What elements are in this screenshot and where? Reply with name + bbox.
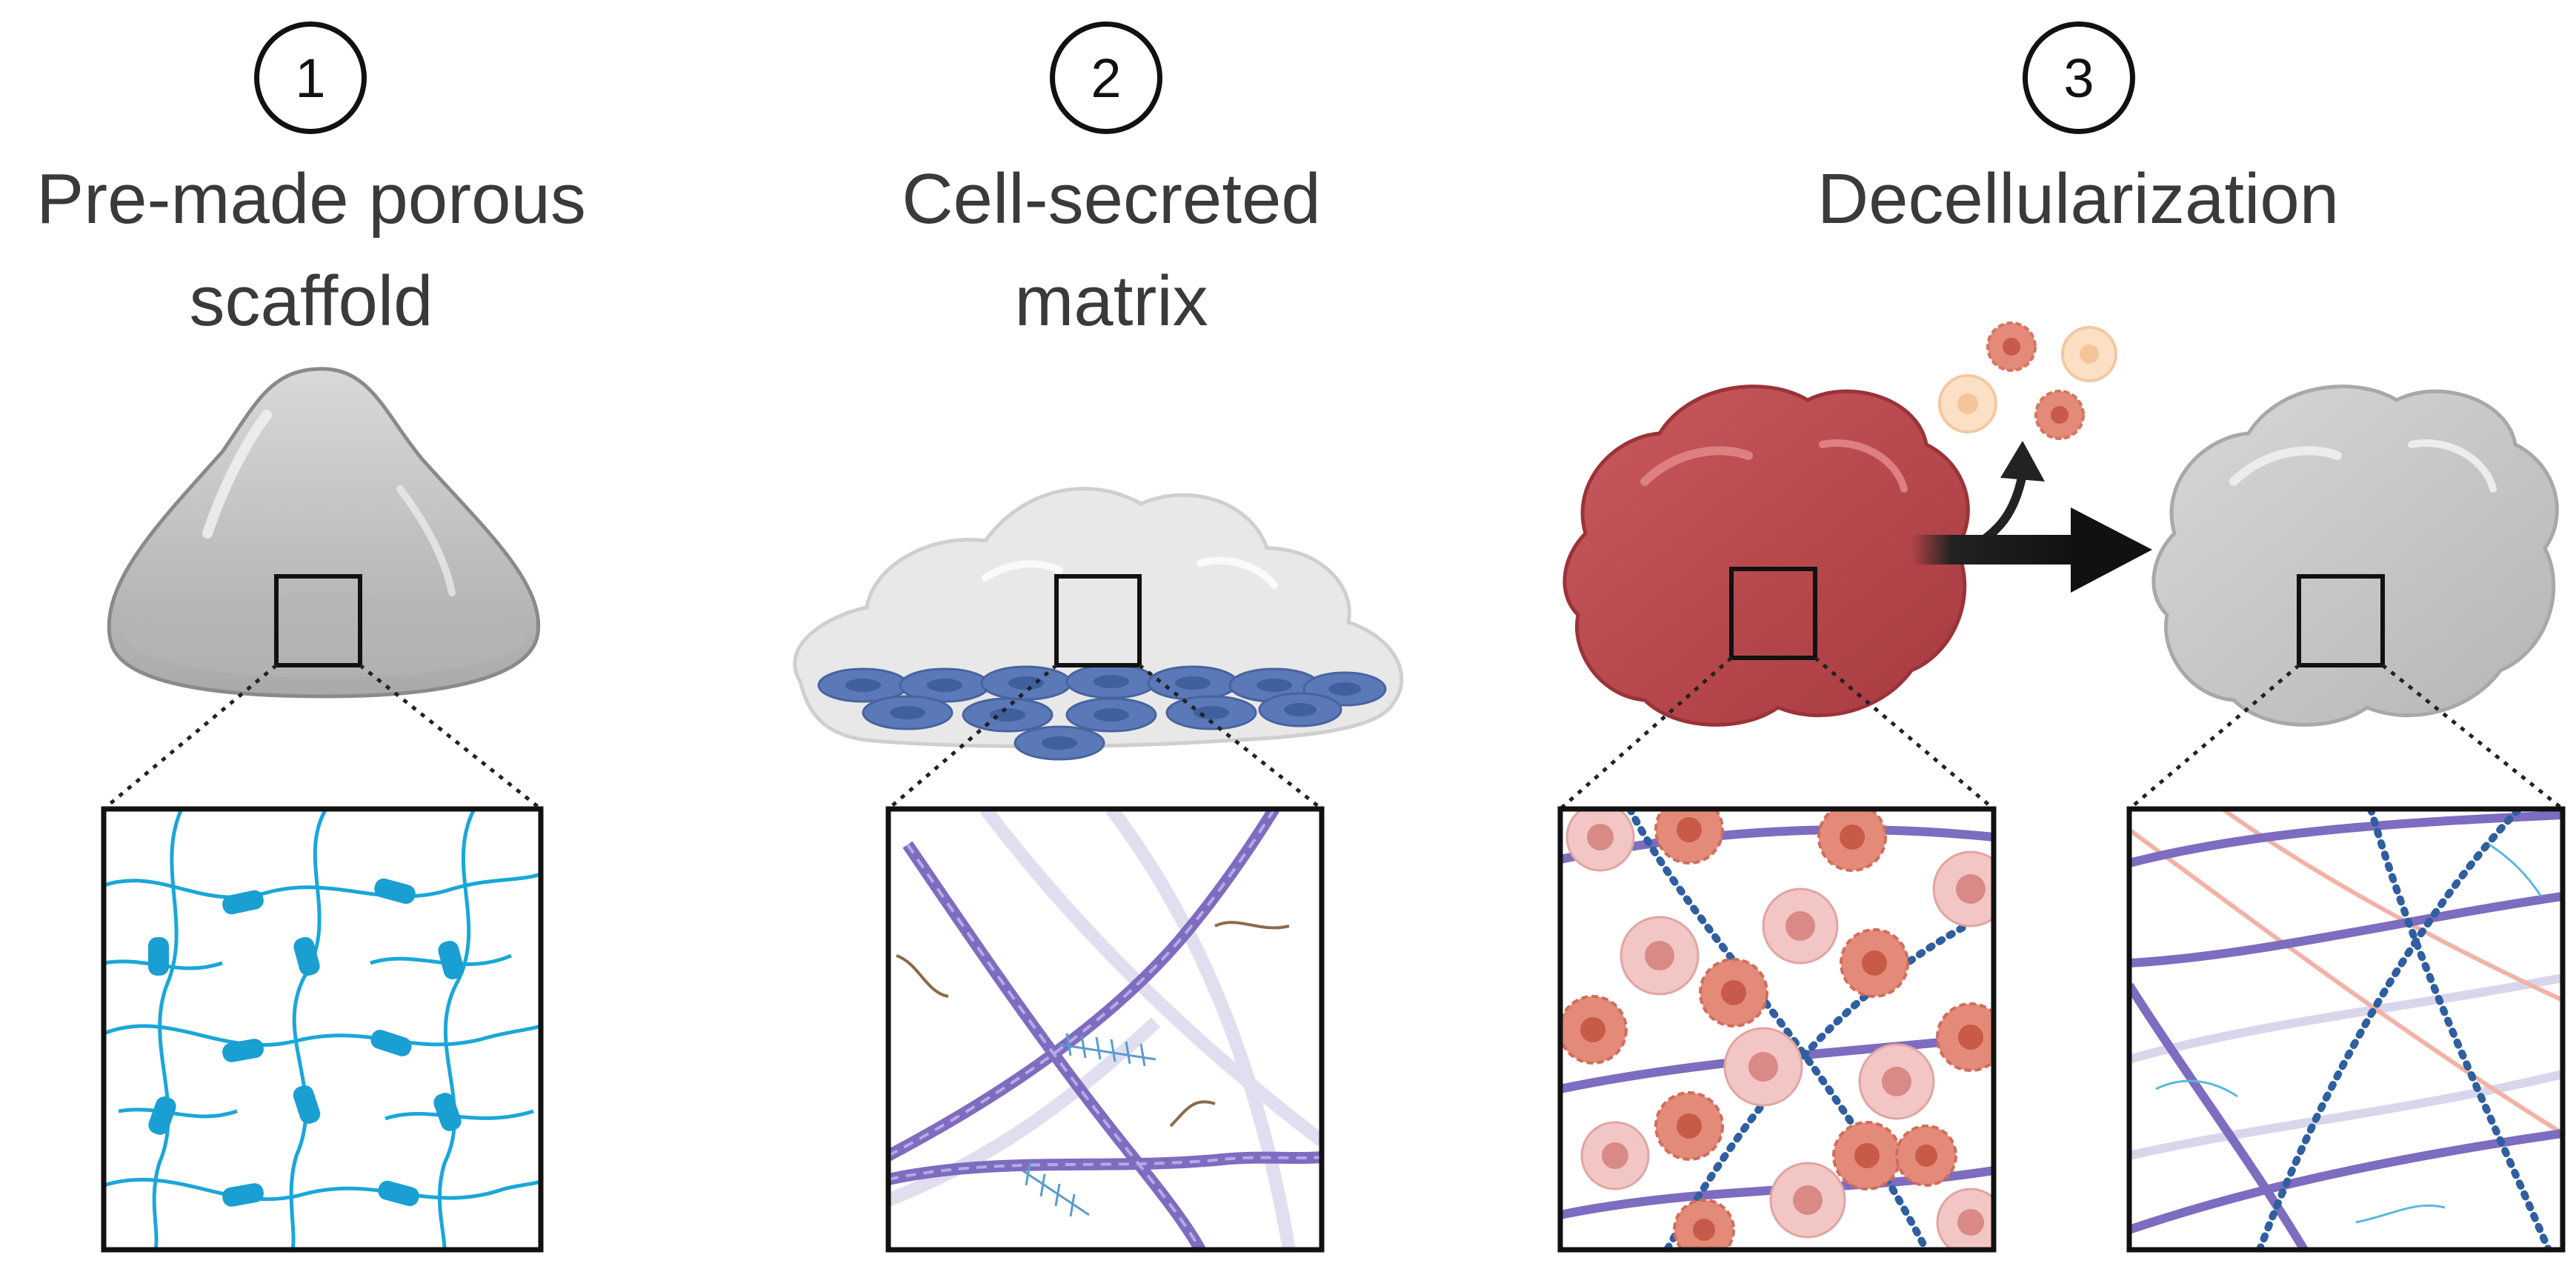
step-1-title: Pre-made porous scaffold — [0, 148, 622, 353]
zoom-line-2a — [887, 664, 1058, 810]
step-3-title: Decellularization — [1704, 148, 2452, 250]
released-cells — [1938, 322, 2117, 440]
zoom-line-1b — [359, 664, 542, 810]
step-2-title-line2: matrix — [1014, 262, 1208, 341]
inset-frame-2 — [885, 806, 1325, 1253]
inset-frame-1 — [101, 806, 544, 1253]
decellularized-matrix-inset — [2129, 809, 2563, 1250]
step-1-number: 1 — [254, 21, 367, 134]
zoom-line-4b — [2381, 664, 2564, 810]
step-2-number: 2 — [1050, 21, 1162, 134]
step-3-number: 3 — [2023, 21, 2135, 134]
process-arrow — [1911, 507, 2152, 593]
step-3-title-line1: Decellularization — [1817, 159, 2340, 239]
step-1-title-line1: Pre-made porous — [36, 159, 586, 239]
zoom-box-4 — [2297, 574, 2385, 667]
collagen-fiber-inset — [888, 809, 1322, 1250]
tissue-with-cells-inset — [1560, 809, 1994, 1250]
zoom-box-3 — [1729, 567, 1817, 660]
zoom-box-1 — [274, 574, 362, 667]
decellularized-tissue-grey — [2151, 384, 2559, 727]
zoom-box-2 — [1054, 574, 1142, 667]
native-tissue-red — [1562, 384, 1970, 727]
zoom-line-4a — [2128, 664, 2300, 810]
zoom-line-3a — [1559, 656, 1733, 810]
step-2-title-line1: Cell-secreted — [902, 159, 1321, 239]
scaffold-fiber-network-inset — [104, 809, 541, 1250]
zoom-line-1a — [102, 664, 278, 810]
step-2-title: Cell-secreted matrix — [815, 148, 1408, 353]
inset-frame-4 — [2126, 806, 2566, 1253]
porous-scaffold-dome — [107, 367, 541, 699]
secreting-cell-layer — [817, 664, 1387, 761]
inset-frame-3 — [1557, 806, 1997, 1253]
step-1-title-line2: scaffold — [189, 262, 433, 341]
